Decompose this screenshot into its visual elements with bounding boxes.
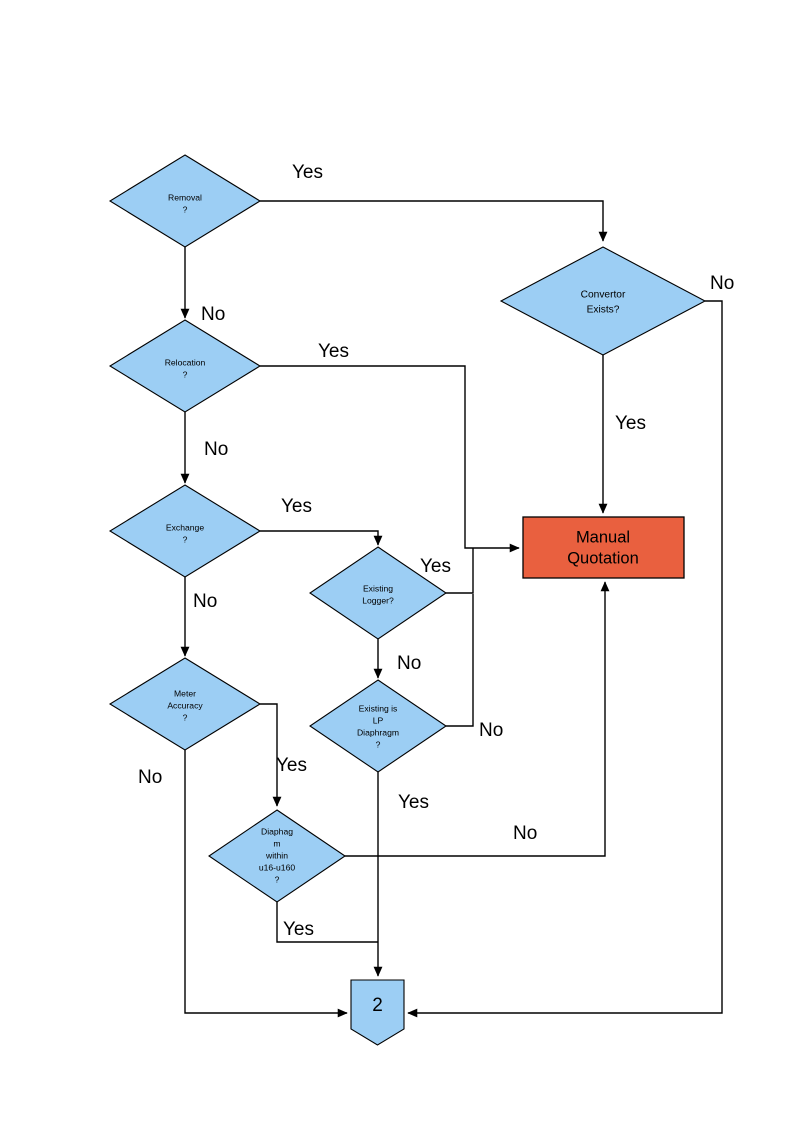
decision-shape[interactable]: [499, 246, 707, 356]
node-meter-accuracy-line-2: ?: [183, 712, 188, 722]
node-diaphragm-range-line-3: u16-u160: [259, 862, 296, 872]
edge-label-relocation-yes: Yes: [318, 341, 349, 362]
node-existing-logger[interactable]: Existing Logger?: [309, 546, 447, 640]
node-removal[interactable]: Removal ?: [108, 154, 262, 248]
node-manual-quotation-line-0: Manual: [576, 528, 630, 546]
node-meter-accuracy-line-1: Accuracy: [167, 700, 203, 710]
edge-exchange-yes-to-logger: [260, 530, 383, 546]
edge-removal-yes-to-convertor: [260, 200, 608, 242]
node-connector-2[interactable]: 2: [350, 979, 405, 1046]
edge-label-existing-lp-yes: Yes: [398, 792, 429, 813]
node-exchange-line-1: ?: [183, 534, 188, 544]
node-meter-accuracy-line-0: Meter: [174, 688, 196, 698]
node-exchange-line-0: Exchange: [166, 522, 204, 532]
process-shape[interactable]: [522, 516, 685, 579]
decision-shape[interactable]: [108, 154, 262, 248]
edge-label-existing-logger-no: No: [397, 653, 421, 674]
edge-label-removal-no: No: [201, 304, 225, 325]
node-diaphragm-range-line-4: ?: [275, 874, 280, 884]
node-relocation[interactable]: Relocation ?: [108, 319, 262, 413]
node-existing-logger-line-0: Existing: [363, 583, 393, 593]
edge-label-convertor-exists-no: No: [710, 273, 734, 294]
node-diaphragm-range-line-1: m: [273, 838, 280, 848]
edge-meter-accuracy-no-to-connector2: [184, 750, 348, 1018]
edges-layer: [180, 200, 723, 1018]
edge-label-meter-accuracy-no: No: [138, 767, 162, 788]
node-diaphragm-range[interactable]: Diaphag m within u16-u160 ?: [208, 809, 346, 903]
edge-diaphragm-no-to-manual: [345, 581, 610, 857]
off-page-connector-shape[interactable]: [350, 979, 405, 1046]
edge-label-diaphragm-range-yes: Yes: [283, 919, 314, 940]
node-existing-lp-line-3: ?: [376, 739, 381, 749]
edge-label-existing-logger-yes: Yes: [420, 556, 451, 577]
node-removal-line-1: ?: [183, 204, 188, 214]
node-diaphragm-range-line-2: within: [265, 850, 288, 860]
edge-relocation-yes-to-manual: [260, 365, 520, 553]
edge-meter-accuracy-yes-to-diaphragm: [260, 703, 282, 807]
node-diaphragm-range-line-0: Diaphag: [261, 826, 293, 836]
edge-label-diaphragm-range-no: No: [513, 823, 537, 844]
node-existing-lp-line-2: Diaphragm: [357, 727, 399, 737]
edge-label-relocation-no: No: [204, 439, 228, 460]
edge-labels-layer: Yes No Yes No Yes No Yes No Yes No No Ye…: [138, 162, 734, 940]
nodes-layer: Removal ? Relocation ? Exchange ? Meter …: [108, 154, 707, 1046]
edge-convertor-no-to-connector2: [407, 300, 723, 1018]
node-exchange[interactable]: Exchange ?: [108, 484, 262, 578]
decision-shape[interactable]: [108, 657, 262, 751]
node-convertor-exists-line-1: Exists?: [587, 305, 620, 316]
node-manual-quotation-line-1: Quotation: [567, 549, 639, 567]
edge-label-exchange-no: No: [193, 591, 217, 612]
node-convertor-exists-line-0: Convertor: [581, 290, 626, 301]
node-existing-lp-line-0: Existing is: [359, 703, 398, 713]
node-removal-line-0: Removal: [168, 192, 202, 202]
node-relocation-line-1: ?: [183, 369, 188, 379]
edge-label-exchange-yes: Yes: [281, 496, 312, 517]
decision-shape[interactable]: [108, 484, 262, 578]
decision-shape[interactable]: [208, 809, 346, 903]
decision-shape[interactable]: [309, 679, 447, 773]
decision-shape[interactable]: [108, 319, 262, 413]
edge-logger-yes-to-manual: [446, 548, 474, 594]
node-connector-2-label: 2: [372, 995, 383, 1016]
edge-lp-no-to-manual: [446, 594, 474, 727]
node-relocation-line-0: Relocation: [165, 357, 206, 367]
node-convertor-exists[interactable]: Convertor Exists?: [499, 246, 707, 356]
node-existing-logger-line-1: Logger?: [362, 595, 394, 605]
edge-diaphragm-yes-to-connector2: [276, 902, 378, 943]
edge-label-convertor-exists-yes: Yes: [615, 413, 646, 434]
edge-label-existing-lp-no: No: [479, 720, 503, 741]
edge-label-meter-accuracy-yes: Yes: [276, 755, 307, 776]
decision-shape[interactable]: [309, 546, 447, 640]
node-manual-quotation[interactable]: Manual Quotation: [522, 516, 685, 579]
edge-label-removal-yes: Yes: [292, 162, 323, 183]
node-meter-accuracy[interactable]: Meter Accuracy ?: [108, 657, 262, 751]
node-existing-lp-diaphragm[interactable]: Existing is LP Diaphragm ?: [309, 679, 447, 773]
node-existing-lp-line-1: LP: [373, 715, 384, 725]
